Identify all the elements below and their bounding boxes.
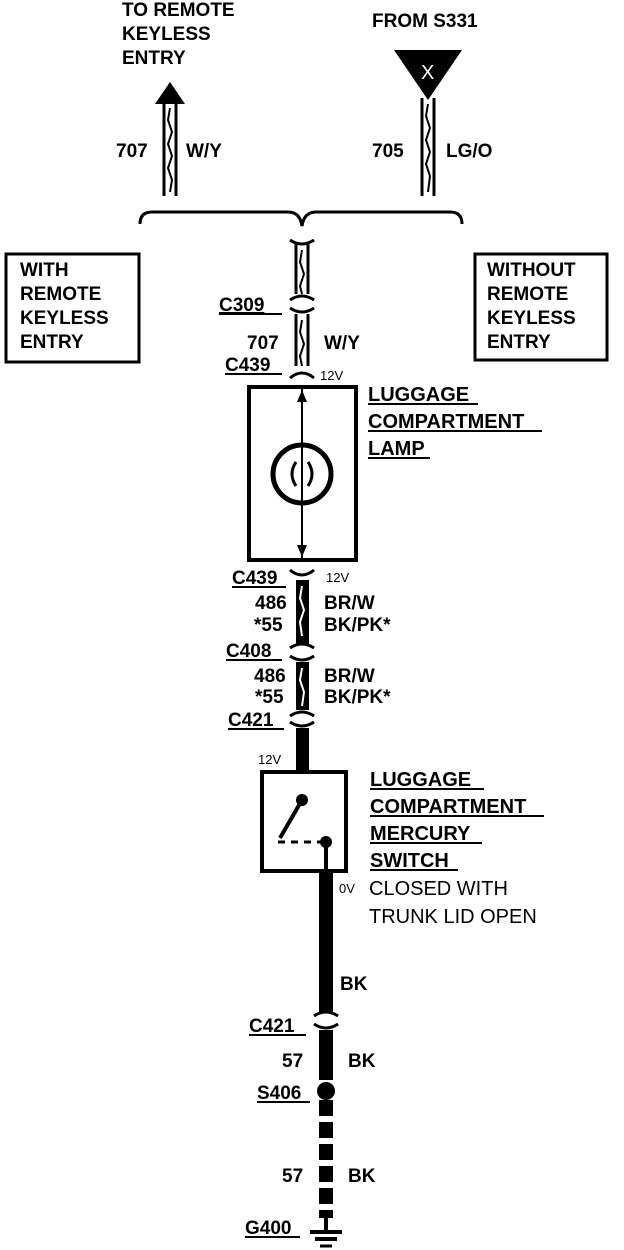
svg-text:REMOTE: REMOTE (487, 284, 568, 305)
connector-c421-bottom: C421 (249, 1016, 295, 1037)
wire-55-a-color: BK/PK* (324, 615, 391, 636)
voltage-0v: 0V (339, 881, 355, 896)
svg-text:WITHOUT: WITHOUT (487, 260, 576, 281)
wire-707-mid-number: 707 (247, 333, 279, 354)
wire-55-b-color: BK/PK* (324, 687, 391, 708)
from-s331-label: FROM S331 (372, 11, 478, 32)
wire-57-b-number: 57 (282, 1166, 303, 1187)
connector-c421-top: C421 (228, 710, 274, 731)
without-remote-box: WITHOUT REMOTE KEYLESS ENTRY (473, 252, 609, 362)
svg-text:WITH: WITH (20, 260, 69, 281)
svg-text:ENTRY: ENTRY (20, 332, 84, 353)
svg-text:ENTRY: ENTRY (487, 332, 551, 353)
wire-707-mid-color: W/Y (324, 333, 360, 354)
svg-text:LUGGAGE: LUGGAGE (368, 384, 469, 406)
wire-bk-color: BK (340, 974, 368, 995)
svg-text:LUGGAGE: LUGGAGE (370, 769, 471, 791)
wire-486-segment (289, 568, 315, 772)
voltage-12v-mid: 12V (326, 570, 349, 585)
wire-486-b-color: BR/W (324, 666, 375, 687)
ground-g400: G400 (245, 1218, 291, 1239)
wire-707-color: W/Y (186, 141, 222, 162)
wire-486-a-color: BR/W (324, 593, 375, 614)
wire-707-number: 707 (116, 141, 148, 162)
connector-c439-top: C439 (225, 355, 270, 376)
wire-705-color: LG/O (446, 141, 492, 162)
wire-bk-segment (313, 872, 339, 1218)
lamp-label: LUGGAGE COMPARTMENT LAMP (368, 384, 542, 460)
splice-triangle-icon (394, 50, 462, 100)
svg-text:KEYLESS: KEYLESS (20, 308, 109, 329)
connector-c309: C309 (219, 295, 264, 316)
wire-55-a-number: *55 (254, 615, 283, 636)
wire-57-a-number: 57 (282, 1051, 303, 1072)
svg-text:ENTRY: ENTRY (122, 48, 186, 69)
wire-705-top (420, 98, 436, 196)
mercury-switch-component (260, 770, 348, 873)
svg-text:REMOTE: REMOTE (20, 284, 101, 305)
svg-text:SWITCH: SWITCH (370, 850, 449, 872)
voltage-12v-top: 12V (320, 368, 343, 383)
switch-note-line-2: TRUNK LID OPEN (369, 906, 537, 928)
ground-icon (310, 1218, 342, 1248)
wire-57-a-color: BK (348, 1051, 376, 1072)
wire-486-a-number: 486 (255, 593, 287, 614)
connector-c408: C408 (226, 641, 271, 662)
arrow-up-icon (155, 82, 185, 104)
lamp-component (247, 385, 358, 562)
wire-55-b-number: *55 (255, 687, 284, 708)
svg-text:KEYLESS: KEYLESS (487, 308, 576, 329)
wire-486-b-number: 486 (254, 666, 286, 687)
svg-text:LAMP: LAMP (368, 438, 425, 460)
wire-707-top (162, 102, 178, 196)
remote-keyless-label: TO REMOTE KEYLESS ENTRY (122, 0, 235, 69)
wire-705-number: 705 (372, 141, 404, 162)
svg-text:COMPARTMENT: COMPARTMENT (370, 796, 526, 818)
voltage-12v-switch: 12V (258, 752, 281, 767)
with-remote-box: WITH REMOTE KEYLESS ENTRY (4, 252, 141, 364)
svg-text:KEYLESS: KEYLESS (122, 24, 211, 45)
svg-text:MERCURY: MERCURY (370, 823, 471, 845)
switch-label: LUGGAGE COMPARTMENT MERCURY SWITCH (370, 769, 544, 872)
svg-text:COMPARTMENT: COMPARTMENT (368, 411, 524, 433)
svg-text:TO REMOTE: TO REMOTE (122, 0, 235, 21)
x-mark: X (421, 62, 434, 84)
option-brace (138, 210, 464, 227)
splice-s406: S406 (257, 1083, 301, 1104)
wire-57-b-color: BK (348, 1166, 376, 1187)
wire-707-main (289, 238, 315, 380)
switch-note-line-1: CLOSED WITH (369, 878, 508, 900)
connector-c439-bottom: C439 (232, 568, 277, 589)
